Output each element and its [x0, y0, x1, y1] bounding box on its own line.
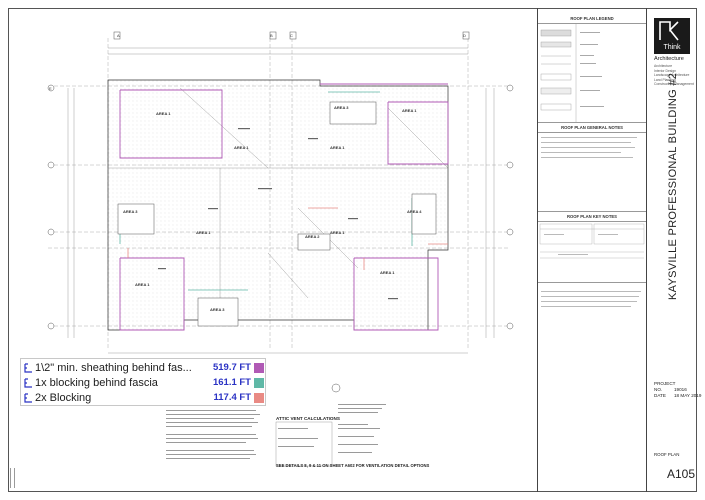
legend-swatch — [254, 378, 264, 388]
area-label: AREA 1 — [234, 145, 249, 150]
grid-letter: A — [117, 33, 120, 38]
key-notes-table — [539, 223, 645, 259]
sheet-name: ROOF PLAN — [654, 452, 680, 457]
key-notes-title: ROOF PLAN KEY NOTES — [538, 211, 646, 222]
legend-label: 1x blocking behind fascia — [35, 377, 158, 389]
legend-panel-body — [538, 24, 646, 122]
firm-subtitle: Architecture — [654, 56, 684, 62]
notes-text-bars — [10, 404, 386, 488]
area-label: AREA 1 — [402, 108, 417, 113]
grid-bubbles — [47, 31, 514, 393]
firm-name: Think — [663, 44, 681, 51]
area-label: AREA 1 — [135, 282, 150, 287]
key-notes-body — [538, 222, 646, 282]
grid-letter: E — [49, 86, 52, 91]
grid-letter: C — [290, 33, 293, 38]
roof-hips — [108, 87, 449, 320]
2x-blocking-lines — [127, 207, 448, 270]
area-label: AREA 1 — [330, 230, 345, 235]
building-outline — [107, 79, 449, 331]
grid-letter: B — [270, 33, 273, 38]
callout-marks — [158, 128, 398, 300]
measure-icon — [24, 378, 32, 388]
sheet-border — [8, 8, 697, 492]
area-label: AREA 2 — [305, 234, 320, 239]
area-label: AREA 1 — [330, 145, 345, 150]
firm-logo — [654, 18, 690, 54]
legend-item[interactable]: 1\2" min. sheathing behind fas... 519.7 … — [21, 361, 267, 375]
project-title: KAYSVILLE PROFESSIONAL BUILDING #2 — [667, 72, 679, 300]
notes-panel: ROOF PLAN LEGEND — [537, 8, 646, 492]
general-notes-body — [538, 133, 646, 211]
title-block — [646, 8, 697, 492]
roof-plan-drawing — [10, 31, 514, 488]
area-label: AREA 1 — [380, 270, 395, 275]
legend-value: 161.1 FT — [212, 377, 251, 388]
legend-item[interactable]: 1x blocking behind fascia 161.1 FT — [21, 376, 267, 390]
area-label: AREA 4 — [407, 209, 422, 214]
general-notes-lines — [541, 137, 637, 158]
legend-label: 1\2" min. sheathing behind fas... — [35, 362, 192, 374]
legend-panel-title: ROOF PLAN LEGEND — [538, 14, 646, 24]
revision-lines — [541, 291, 641, 307]
sheet-number: A105 — [667, 467, 696, 481]
area-label: AREA 3 — [334, 105, 349, 110]
legend-panel-graphics — [540, 24, 604, 122]
grid-letter: D — [463, 33, 466, 38]
legend-swatch — [254, 363, 264, 373]
firm-services: Architecture Interior Design Landscape A… — [654, 64, 694, 87]
attic-vent-title: ATTIC VENT CALCULATIONS — [276, 416, 340, 421]
sheathing-lines — [119, 83, 449, 331]
area-label: AREA 1 — [156, 111, 171, 116]
general-notes-title: ROOF PLAN GENERAL NOTES — [538, 122, 646, 133]
area-label: AREA 3 — [210, 307, 225, 312]
area-label: AREA 3 — [123, 209, 138, 214]
see-details-note: SEE DETAILS 8, 9 & 11 ON SHEET A602 FOR … — [276, 463, 430, 468]
legend-value: 117.4 FT — [213, 392, 252, 403]
legend-item[interactable]: 2x Blocking 117.4 FT — [21, 391, 267, 405]
legend-label: 2x Blocking — [35, 392, 92, 404]
revision-notes — [538, 282, 646, 323]
roof-penetrations — [117, 101, 437, 327]
takeoff-legend: 1\2" min. sheathing behind fas... 519.7 … — [20, 358, 266, 406]
area-label: AREA 1 — [196, 230, 211, 235]
dimension-lines — [67, 47, 495, 354]
measure-icon — [24, 363, 32, 373]
logo-mark-icon — [659, 21, 679, 41]
measure-icon — [24, 393, 32, 403]
legend-value: 519.7 FT — [212, 362, 251, 373]
legend-swatch — [254, 393, 264, 403]
